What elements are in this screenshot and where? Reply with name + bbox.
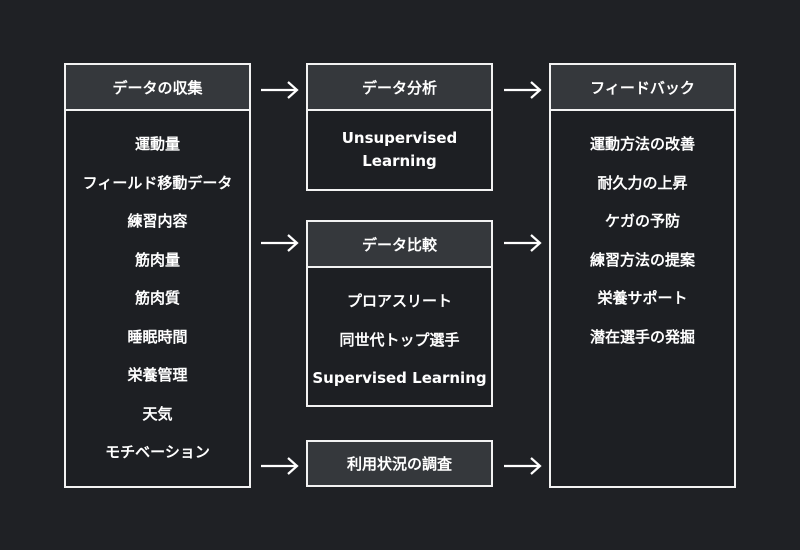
list-item: 運動量 <box>134 135 180 153</box>
list-item: 栄養サポート <box>597 289 688 307</box>
data-analysis-header: データ分析 <box>308 65 491 111</box>
feedback-list: 運動方法の改善 耐久力の上昇 ケガの予防 練習方法の提案 栄養サポート 潜在選手… <box>551 111 734 356</box>
list-item: フィールド移動データ <box>82 173 233 192</box>
list-item: 睡眠時間 <box>127 327 188 346</box>
list-item: 同世代トップ選手 <box>339 330 460 349</box>
data-collection-header: データの収集 <box>66 65 249 111</box>
list-item: ケガの予防 <box>604 212 680 230</box>
list-item: 筋肉量 <box>134 250 180 269</box>
list-item: 筋肉質 <box>134 289 180 307</box>
data-comparison-header: データ比較 <box>308 222 491 268</box>
data-collection-box: データの収集 運動量 フィールド移動データ 練習内容 筋肉量 筋肉質 睡眠時間 … <box>64 63 251 488</box>
list-item: プロアスリート <box>346 292 452 310</box>
usage-survey-box: 利用状況の調査 <box>306 440 493 487</box>
arrow-right-icon <box>504 81 542 99</box>
usage-survey-label: 利用状況の調査 <box>346 455 452 473</box>
comparison-list: プロアスリート 同世代トップ選手 Supervised Learning <box>308 268 491 398</box>
list-item: 潜在選手の発掘 <box>589 327 695 346</box>
list-item: 練習内容 <box>127 212 188 230</box>
list-item: 耐久力の上昇 <box>597 173 688 192</box>
list-item: 練習方法の提案 <box>589 250 695 269</box>
list-item: Supervised Learning <box>312 369 487 387</box>
arrow-right-icon <box>504 234 542 252</box>
feedback-header: フィードバック <box>551 65 734 111</box>
list-item: 天気 <box>142 404 173 423</box>
list-item: モチベーション <box>105 443 210 461</box>
analysis-body: Unsupervised Learning <box>341 129 458 170</box>
arrow-right-icon <box>261 234 299 252</box>
collection-list: 運動量 フィールド移動データ 練習内容 筋肉量 筋肉質 睡眠時間 栄養管理 天気… <box>66 111 249 472</box>
arrow-right-icon <box>261 457 299 475</box>
data-comparison-box: データ比較 プロアスリート 同世代トップ選手 Supervised Learni… <box>306 220 493 407</box>
feedback-box: フィードバック 運動方法の改善 耐久力の上昇 ケガの予防 練習方法の提案 栄養サ… <box>549 63 736 488</box>
arrow-right-icon <box>261 81 299 99</box>
list-item: 運動方法の改善 <box>589 135 695 153</box>
data-analysis-box: データ分析 Unsupervised Learning <box>306 63 493 191</box>
arrow-right-icon <box>504 457 542 475</box>
list-item: 栄養管理 <box>127 366 188 384</box>
